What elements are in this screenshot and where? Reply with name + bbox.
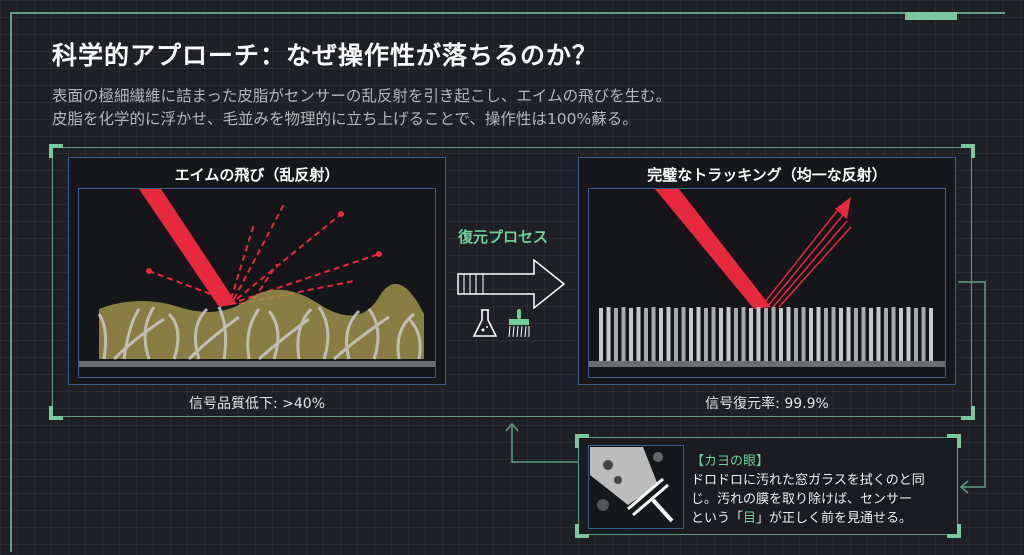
brush-icon bbox=[508, 309, 530, 338]
fiber-bar bbox=[711, 307, 716, 361]
fiber-bar bbox=[884, 308, 888, 362]
left-panel-title: エイムの飛び（乱反射） bbox=[174, 166, 340, 184]
fiber-bar bbox=[794, 308, 798, 362]
callout-heading: 【カヨの眼】 bbox=[691, 454, 770, 469]
fiber-bar bbox=[629, 308, 633, 362]
outer-frame bbox=[10, 12, 1005, 552]
fiber-bar bbox=[651, 307, 656, 361]
fiber-bar bbox=[606, 307, 611, 361]
fiber-bar bbox=[779, 308, 783, 362]
fiber-bar bbox=[771, 307, 776, 361]
dirty-fibers-illustration bbox=[78, 188, 436, 378]
fiber-bar bbox=[689, 308, 693, 362]
fiber-bar bbox=[824, 308, 828, 362]
right-panel-title: 完璧なトラッキング（均一な反射） bbox=[647, 166, 887, 184]
callout-line-2: じ。汚れの膜を取り除けば、センサー bbox=[691, 492, 913, 507]
signal-degradation-caption: 信号品質低下: >40% bbox=[188, 396, 325, 412]
fiber-bar bbox=[599, 308, 603, 362]
fiber-bar bbox=[681, 307, 686, 361]
fiber-bar bbox=[756, 307, 761, 361]
scattered-reflection-panel: エイムの飛び（乱反射） bbox=[68, 157, 446, 385]
restore-process-label: 復元プロセス bbox=[458, 228, 549, 246]
fiber-bar bbox=[749, 308, 753, 362]
callout-line-3a: という「 bbox=[691, 511, 744, 526]
fiber-bar bbox=[644, 308, 648, 362]
callout-eye-word: 目 bbox=[743, 511, 757, 526]
subtitle-line-2: 皮脂を化学的に浮かせ、毛並みを物理的に立ち上げることで、操作性は100%蘇る。 bbox=[52, 110, 638, 128]
fiber-bar bbox=[854, 308, 858, 362]
fiber-bar bbox=[809, 308, 813, 362]
fiber-bar bbox=[719, 308, 723, 362]
subtitle-line-1: 表面の極細繊維に詰まった皮脂がセンサーの乱反射を引き起こし、エイムの飛びを生む。 bbox=[52, 87, 672, 105]
clean-fibers-illustration bbox=[588, 188, 946, 378]
fiber-bar bbox=[696, 307, 701, 361]
fiber-bar bbox=[614, 308, 618, 362]
fiber-bar bbox=[726, 307, 731, 361]
fiber-bar bbox=[734, 308, 738, 362]
fiber-bar bbox=[636, 307, 641, 361]
fiber-bar bbox=[674, 308, 678, 362]
fiber-bar bbox=[786, 307, 791, 361]
fiber-bar bbox=[764, 308, 768, 362]
fiber-bar bbox=[861, 307, 866, 361]
fiber-bar bbox=[666, 307, 671, 361]
fiber-bar bbox=[816, 307, 821, 361]
fiber-bar bbox=[846, 307, 851, 361]
fiber-bar bbox=[869, 308, 873, 362]
page-title: 科学的アプローチ：なぜ操作性が落ちるのか？ bbox=[52, 41, 599, 70]
fiber-bar bbox=[906, 307, 911, 361]
fiber-bar bbox=[899, 308, 903, 362]
fiber-bar bbox=[914, 308, 918, 362]
flask-icon bbox=[472, 309, 498, 337]
signal-restore-caption: 信号復元率: 99.9% bbox=[705, 396, 829, 412]
fiber-bar bbox=[659, 308, 663, 362]
fiber-bar bbox=[891, 307, 896, 361]
callout-line-3b: 」が正しく前を見通せる。 bbox=[756, 511, 913, 526]
callout-line-1: ドロドロに汚れた窓ガラスを拭くのと同 bbox=[691, 473, 925, 488]
kayo-insight-callout: 【カヨの眼】 ドロドロに汚れた窓ガラスを拭くのと同 じ。汚れの膜を取り除けば、セ… bbox=[575, 434, 961, 538]
fiber-bar bbox=[839, 308, 843, 362]
fiber-bar bbox=[876, 307, 881, 361]
process-arrow-icon bbox=[457, 258, 566, 310]
fiber-bar bbox=[741, 307, 746, 361]
squeegee-icon bbox=[588, 445, 684, 529]
fiber-bar bbox=[704, 308, 708, 362]
fiber-bar bbox=[801, 307, 806, 361]
fiber-bar bbox=[921, 307, 926, 361]
fiber-bar bbox=[831, 307, 836, 361]
fiber-bar bbox=[929, 308, 933, 362]
fiber-bar bbox=[621, 307, 626, 361]
frame-tab bbox=[905, 12, 957, 20]
uniform-reflection-panel: 完璧なトラッキング（均一な反射） bbox=[578, 157, 956, 385]
